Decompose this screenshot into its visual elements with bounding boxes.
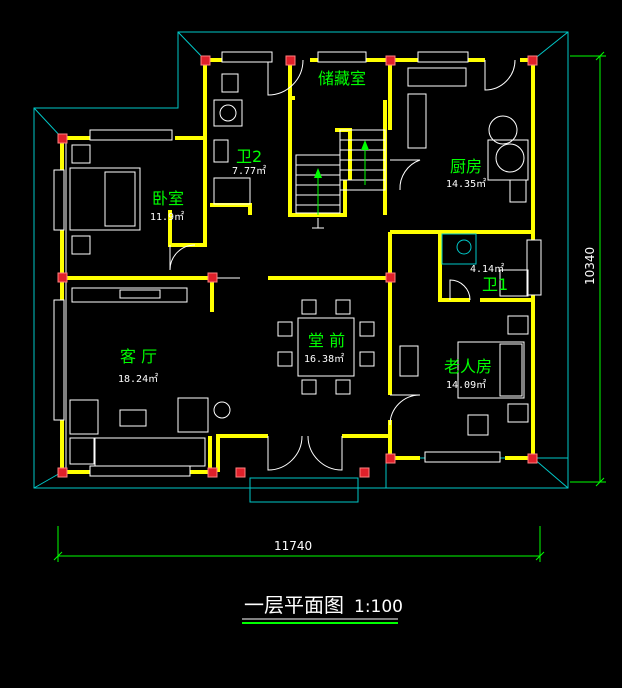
- bath2-name: 卫2: [236, 147, 262, 166]
- interior-walls: [62, 60, 533, 472]
- windows: [53, 51, 542, 477]
- kitchen-name: 厨房: [450, 157, 482, 176]
- bath1-name: 卫1: [482, 275, 508, 294]
- elder-room-name: 老人房: [444, 357, 492, 376]
- hall-name: 堂 前: [308, 331, 345, 350]
- dimension-width: 11740: [53, 526, 545, 562]
- eave-outline: [33, 31, 569, 503]
- depth-dimension-text: 10340: [583, 247, 597, 285]
- dimension-depth: 10340: [570, 51, 606, 487]
- drawing-title: 一层平面图 1:100: [242, 593, 403, 624]
- title-text: 一层平面图: [244, 593, 344, 617]
- bedroom-area: 11.9㎡: [150, 211, 184, 223]
- hall-area: 16.38㎡: [304, 353, 344, 365]
- room-labels: 卧室 11.9㎡ 卫2 7.77㎡ 储藏室 厨房 14.35㎡ 4.14㎡ 卫1…: [118, 69, 508, 391]
- storage-name: 储藏室: [318, 69, 366, 88]
- bath1-area: 4.14㎡: [470, 263, 504, 275]
- living-area: 18.24㎡: [118, 373, 158, 385]
- bath2-area: 7.77㎡: [232, 165, 266, 177]
- doors: [169, 59, 516, 471]
- columns: [57, 55, 538, 478]
- living-name: 客 厅: [120, 347, 157, 366]
- width-dimension-text: 11740: [274, 539, 312, 553]
- elder-room-area: 14.09㎡: [446, 379, 486, 391]
- bedroom-name: 卧室: [152, 189, 184, 208]
- furniture: [69, 67, 529, 467]
- scale-text: 1:100: [354, 597, 403, 617]
- stairs: [295, 129, 386, 229]
- kitchen-area: 14.35㎡: [446, 178, 486, 190]
